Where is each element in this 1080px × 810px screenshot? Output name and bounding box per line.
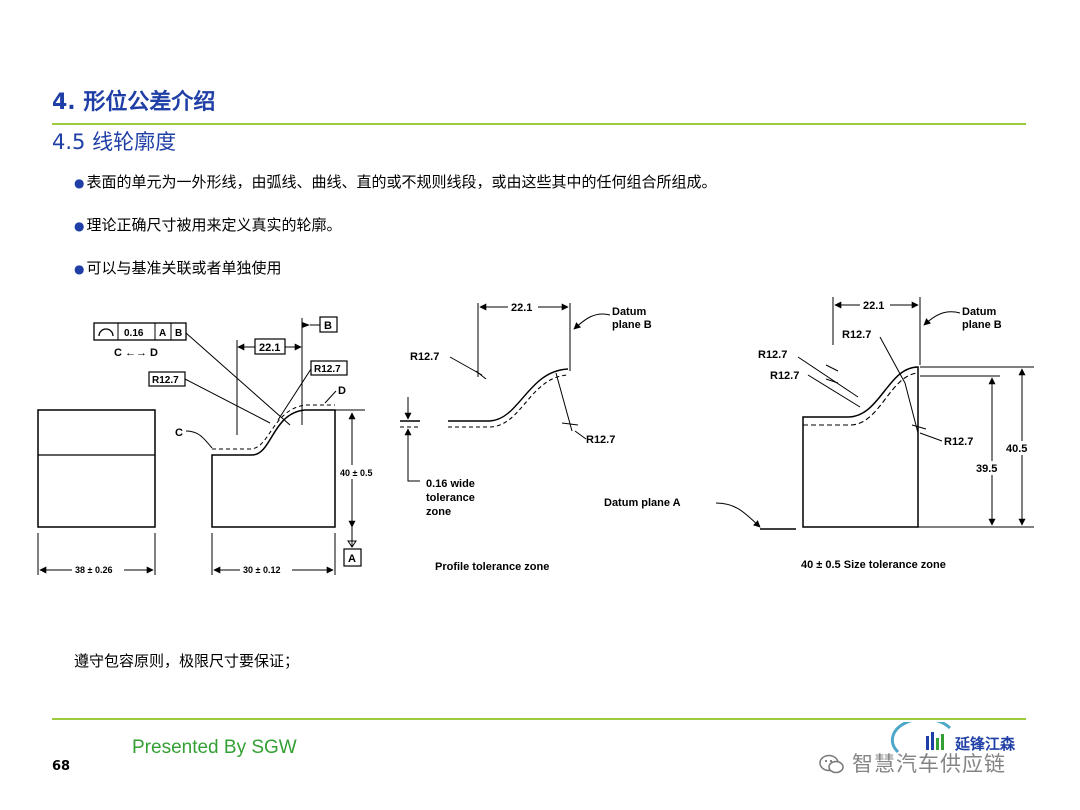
fcf-datum-b: B bbox=[175, 328, 182, 339]
section-subtitle: 4.5 线轮廓度 bbox=[52, 130, 177, 154]
fig3-dim-40-5: 40.5 bbox=[1006, 443, 1027, 455]
note-text: 遵守包容原则，极限尺寸要保证； bbox=[74, 652, 300, 670]
figure-1-part-drawing: 0.16 A B C ←→ D B 22.1 R12.7 R12.7 C D bbox=[37, 316, 372, 576]
page-number: 68 bbox=[52, 759, 71, 774]
bullet-item: ●可以与基准关联或者单独使用 bbox=[74, 259, 282, 277]
fig3-radius-right: R12.7 bbox=[944, 436, 973, 448]
dim-22-1: 22.1 bbox=[259, 342, 280, 354]
bullet-icon: ● bbox=[74, 262, 85, 276]
between-label: C ←→ D bbox=[114, 347, 158, 359]
radius-label-left: R12.7 bbox=[152, 375, 179, 386]
page-title: 4. 形位公差介绍 bbox=[52, 90, 216, 115]
fig2-dim-22-1: 22.1 bbox=[511, 302, 532, 314]
fig3-radius-left2: R12.7 bbox=[770, 370, 799, 382]
datum-b-label: B bbox=[324, 320, 332, 332]
dim-height: 40 ± 0.5 bbox=[340, 468, 372, 478]
presented-by: Presented By SGW bbox=[132, 737, 297, 758]
fig3-datum-a: Datum plane A bbox=[604, 497, 681, 509]
fig2-radius-top: R12.7 bbox=[410, 351, 439, 363]
company-logo-icon bbox=[890, 722, 952, 754]
label-d: D bbox=[338, 385, 346, 397]
engineering-drawings: 0.16 A B C ←→ D B 22.1 R12.7 R12.7 C D bbox=[37, 297, 1038, 576]
feature-control-frame: 0.16 A B bbox=[93, 322, 187, 341]
fcf-tolerance: 0.16 bbox=[124, 328, 144, 339]
fig3-dim-39-5: 39.5 bbox=[976, 463, 997, 475]
footer-rule bbox=[52, 718, 1026, 720]
label-c: C bbox=[175, 427, 183, 439]
datum-a-label: A bbox=[348, 553, 356, 565]
fig3-dim-22-1: 22.1 bbox=[863, 300, 884, 312]
fig3-radius-left1: R12.7 bbox=[758, 349, 787, 361]
logo-text: 延锋江森 bbox=[955, 735, 1016, 753]
fig2-caption: Profile tolerance zone bbox=[435, 561, 549, 573]
fig2-radius-bottom: R12.7 bbox=[586, 434, 615, 446]
bullet-list: ●表面的单元为一外形线，由弧线、曲线、直的或不规则线段，或由这些其中的任何组合所… bbox=[74, 170, 717, 299]
dim-left-width: 38 ± 0.26 bbox=[75, 565, 112, 575]
bullet-item: ●理论正确尺寸被用来定义真实的轮廓。 bbox=[74, 216, 342, 234]
bullet-icon: ● bbox=[74, 219, 85, 233]
watermark-text: 智慧汽车供应链 bbox=[852, 752, 1006, 776]
bullet-icon: ● bbox=[74, 176, 85, 190]
fig3-caption: 40 ± 0.5 Size tolerance zone bbox=[801, 559, 946, 571]
fig3-radius-top: R12.7 bbox=[842, 329, 871, 341]
bullet-item: ●表面的单元为一外形线，由弧线、曲线、直的或不规则线段，或由这些其中的任何组合所… bbox=[74, 173, 717, 191]
dim-right-width: 30 ± 0.12 bbox=[243, 565, 280, 575]
fcf-datum-a: A bbox=[159, 328, 166, 339]
radius-label-right: R12.7 bbox=[314, 364, 341, 375]
wechat-icon bbox=[819, 754, 844, 774]
header-rule bbox=[52, 123, 1026, 125]
